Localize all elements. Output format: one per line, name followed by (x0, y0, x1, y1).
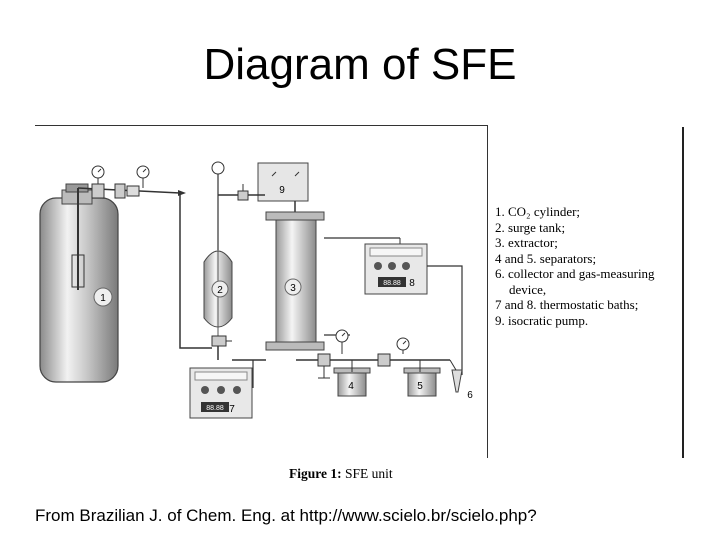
bath8-display: 88.88 (383, 280, 401, 287)
source-citation: From Brazilian J. of Chem. Eng. at http:… (35, 506, 537, 525)
collector-6: 6 (449, 359, 473, 401)
legend-item: device, (509, 281, 547, 297)
legend-item: 2. surge tank; (495, 219, 566, 235)
label-8: 8 (409, 278, 415, 289)
bath7-display: 88.88 (206, 405, 224, 412)
legend-item: 9. isocratic pump. (495, 312, 589, 328)
component-legend: 1. CO₂ cylinder; 2. surge tank; 3. extra… (495, 204, 655, 328)
page-title: Diagram of SFE (203, 40, 517, 89)
surge-tank: 2 (203, 250, 233, 360)
thermostatic-bath-7: 88.88 7 (189, 367, 253, 419)
legend-item: 1. CO₂ cylinder; (495, 204, 581, 219)
legend-item: 3. extractor; (495, 235, 558, 250)
label-9: 9 (279, 185, 285, 196)
thermostatic-bath-8: 88.88 8 (364, 243, 463, 375)
figure-caption: Figure 1: SFE unit (289, 466, 393, 482)
separator-5: 5 (403, 360, 441, 397)
label-7: 7 (229, 404, 235, 415)
label-4: 4 (348, 381, 354, 392)
label-3: 3 (290, 283, 296, 294)
legend-item: 4 and 5. separators; (495, 250, 597, 266)
label-5: 5 (417, 381, 423, 392)
co2-cylinder: 1 (39, 183, 119, 383)
separator-4: 4 (333, 360, 371, 397)
cylinder-valves (77, 165, 186, 199)
separators-line (296, 329, 450, 379)
caption-text: SFE unit (341, 466, 393, 481)
figure-frame (35, 125, 488, 458)
label-6: 6 (467, 390, 473, 401)
extractor: 3 (265, 211, 401, 351)
isocratic-pump: 9 (211, 161, 309, 250)
pipe (179, 193, 212, 349)
divider-line (682, 127, 684, 458)
caption-label: Figure 1: (289, 466, 342, 481)
label-2: 2 (217, 285, 223, 296)
legend-item: 6. collector and gas-measuring (495, 266, 655, 281)
label-1: 1 (100, 293, 106, 304)
legend-item: 7 and 8. thermostatic baths; (495, 297, 639, 312)
